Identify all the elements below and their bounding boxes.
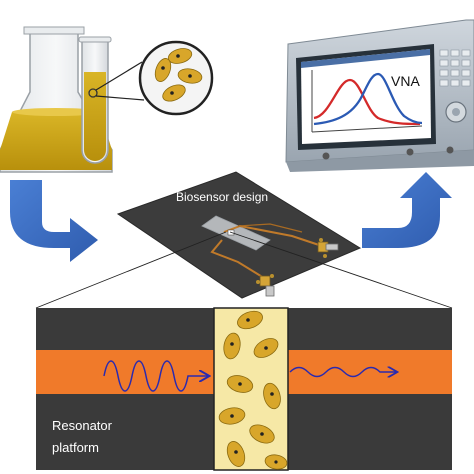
bacteria-in-channel	[218, 310, 288, 470]
vna-port	[322, 152, 330, 160]
zoom-line-right	[229, 231, 453, 309]
resonator-platform-label-line1: Resonator	[52, 418, 113, 433]
arrow-to-vna	[362, 172, 452, 248]
resonator-platform-panel: Resonator platform	[36, 307, 452, 471]
vna-instrument-icon: VNA	[285, 19, 474, 172]
zoom-line-left	[35, 231, 227, 309]
vna-label: VNA	[391, 73, 420, 89]
test-tube-icon	[78, 36, 112, 164]
resonator-platform-label-line2: platform	[52, 440, 99, 455]
magnifier-icon	[95, 40, 214, 116]
vna-keypad	[439, 49, 471, 87]
output-wave	[289, 368, 396, 377]
vna-port	[446, 146, 454, 154]
arrow-to-biosensor	[10, 180, 98, 262]
sma-connector-icon	[256, 274, 275, 297]
biosensor-design-label: Biosensor design	[176, 190, 268, 204]
resonance-curve-blue	[313, 72, 423, 126]
vna-port	[406, 148, 414, 156]
resonance-curve-red	[313, 78, 421, 126]
input-wave	[103, 360, 208, 392]
sma-connector-icon	[317, 238, 339, 258]
bacteria-cluster	[154, 48, 203, 102]
